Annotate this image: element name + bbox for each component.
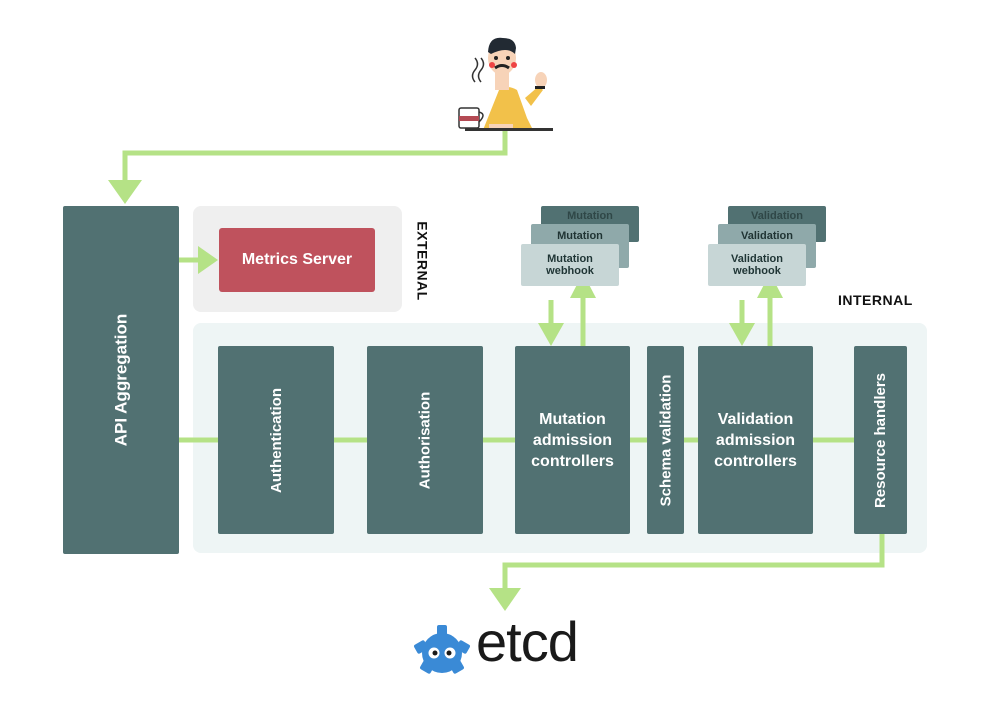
- mutation-down-arrowhead: [538, 323, 564, 346]
- mutation-admission-line3: controllers: [531, 452, 614, 470]
- user-character-icon: [458, 37, 553, 131]
- authentication-label: Authentication: [267, 387, 285, 493]
- mutation-admission-block: Mutation admission controllers: [515, 346, 630, 534]
- user-to-aggregation-arrow: [122, 120, 508, 180]
- etcd-logo-icon: [414, 625, 470, 674]
- mutation-webhook-label-line2: webhook: [546, 265, 594, 277]
- schema-validation-block: Schema validation: [647, 346, 684, 534]
- authentication-block: Authentication: [218, 346, 334, 534]
- validation-webhook-back-label: Validation: [751, 210, 803, 222]
- metrics-server-block: Metrics Server: [219, 228, 375, 292]
- api-aggregation-label: API Aggregation: [111, 313, 131, 447]
- resource-handlers-label: Resource handlers: [872, 372, 889, 508]
- metrics-server-label: Metrics Server: [241, 251, 353, 268]
- schema-validation-label: Schema validation: [657, 374, 674, 506]
- validation-admission-line3: controllers: [714, 452, 797, 470]
- mutation-admission-line1: Mutation: [539, 410, 606, 428]
- resource-handlers-block: Resource handlers: [854, 346, 907, 534]
- validation-webhook-label-line2: webhook: [733, 265, 781, 277]
- etcd-arrowhead: [489, 588, 521, 611]
- internal-label: INTERNAL: [838, 292, 913, 308]
- validation-webhook-label-line1: Validation: [731, 253, 783, 265]
- api-aggregation-block: API Aggregation: [63, 206, 179, 554]
- etcd-wordmark: etcd: [476, 610, 579, 673]
- mutation-webhook-back-label: Mutation: [567, 210, 613, 222]
- mutation-webhook-label-line1: Mutation: [547, 253, 593, 265]
- validation-webhook-mid-label: Validation: [741, 230, 793, 242]
- validation-admission-line2: admission: [715, 431, 796, 449]
- validation-admission-line1: Validation: [717, 410, 794, 428]
- authorisation-block: Authorisation: [367, 346, 483, 534]
- authorisation-label: Authorisation: [416, 391, 434, 489]
- mutation-admission-line2: admission: [532, 431, 613, 449]
- handlers-to-etcd-arrow: [502, 534, 885, 588]
- external-label: EXTERNAL: [415, 221, 432, 301]
- metrics-arrowhead: [198, 246, 218, 274]
- mutation-webhook-mid-label: Mutation: [557, 230, 603, 242]
- validation-down-arrowhead: [729, 323, 755, 346]
- external-label-wrap: EXTERNAL: [388, 221, 458, 300]
- aggregation-arrowhead: [108, 180, 142, 204]
- validation-admission-block: Validation admission controllers: [698, 346, 813, 534]
